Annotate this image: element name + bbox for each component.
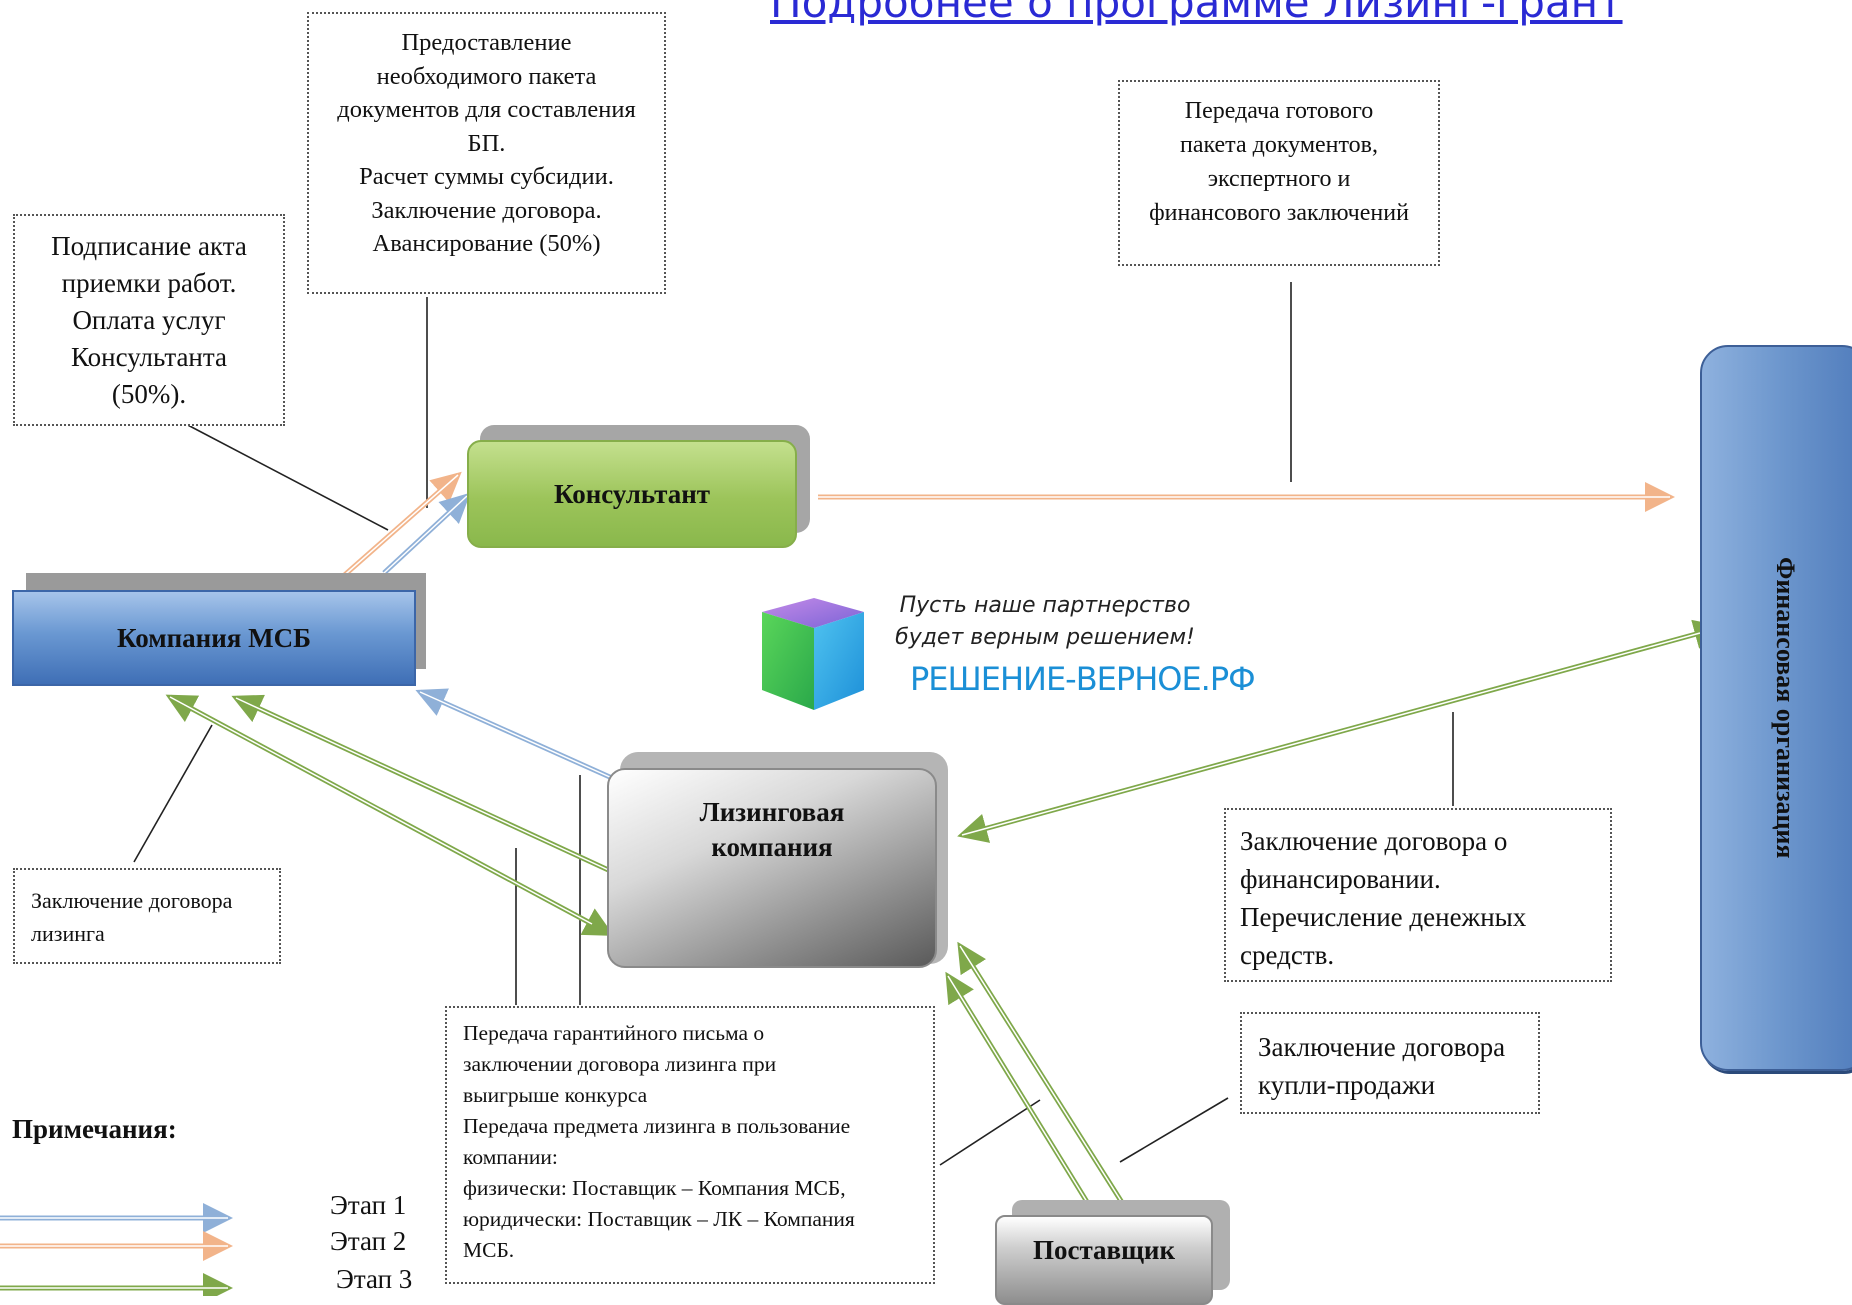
watermark-site[interactable]: РЕШЕНИЕ-ВЕРНОЕ.РФ [910, 660, 1256, 698]
legend-label-stage2: Этап 2 [330, 1226, 407, 1256]
msb-label: Компания МСБ [117, 622, 311, 653]
note-text: Заключение договора купли-продажи [1258, 1032, 1506, 1100]
pointer-line [939, 1099, 1041, 1166]
leasing-node: Лизинговая компания [607, 768, 937, 968]
watermark-tagline: Пусть наше партнерство будет верным реше… [895, 593, 1195, 650]
supplier-label: Поставщик [1032, 1235, 1176, 1265]
note-text: Передача гарантийного письма о заключени… [463, 1021, 855, 1262]
pointer-line [1119, 1097, 1229, 1163]
note-text: Подписание акта приемки работ. Оплата ус… [51, 231, 247, 409]
legend-label-stage3: Этап 3 [336, 1264, 413, 1294]
legend-title: Примечания: [12, 1114, 177, 1144]
legend-label-stage1: Этап 1 [330, 1190, 407, 1220]
note-transfer-package: Передача готового пакета документов, экс… [1118, 80, 1440, 266]
note-purchase: Заключение договора купли-продажи [1240, 1012, 1540, 1114]
consultant-label: Консультант [553, 478, 711, 509]
note-text: Заключение договора о финансировании. Пе… [1240, 826, 1527, 970]
note-text: Предоставление необходимого пакета докум… [337, 29, 636, 257]
note-text: Передача готового пакета документов, экс… [1149, 98, 1409, 226]
program-link[interactable]: Подробнее о программе Лизинг-грант [770, 0, 1623, 27]
note-lease-contract: Заключение договора лизинга [13, 868, 281, 964]
finance-node: Финансовая организация [1700, 345, 1852, 1071]
consultant-node: Консультант [467, 440, 797, 548]
pointer-line [181, 421, 389, 531]
pointer-line [133, 724, 213, 863]
finance-label: Финансовая организация [1771, 557, 1800, 859]
note-financing: Заключение договора о финансировании. Пе… [1224, 808, 1612, 982]
note-consultant-docs: Предоставление необходимого пакета докум… [307, 12, 666, 294]
watermark-cube-logo [762, 598, 864, 710]
note-acceptance: Подписание акта приемки работ. Оплата ус… [13, 214, 285, 426]
note-text: Заключение договора лизинга [31, 888, 233, 946]
leasing-label: Лизинговая компания [699, 797, 845, 862]
msb-node: Компания МСБ [12, 590, 416, 686]
supplier-node: Поставщик [995, 1215, 1213, 1305]
note-guarantee: Передача гарантийного письма о заключени… [445, 1006, 935, 1284]
